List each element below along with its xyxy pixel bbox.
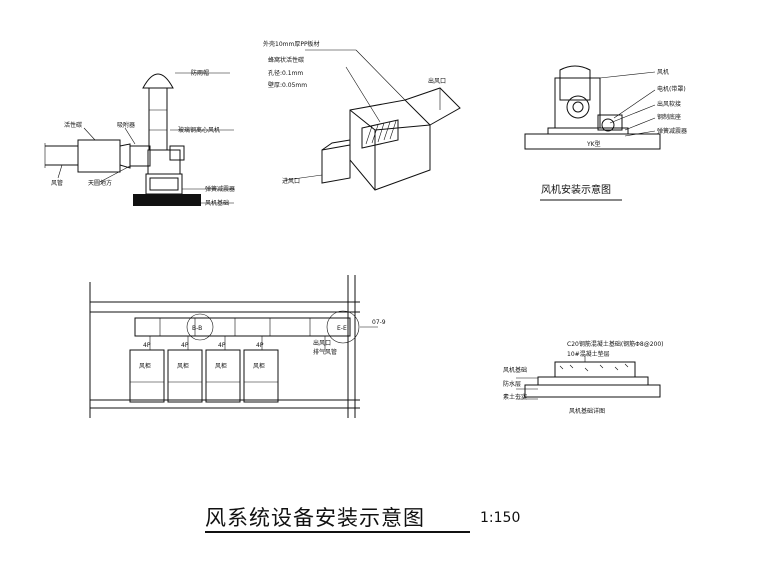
exhaust-stack — [148, 87, 168, 151]
unit-label-4: 风柜 — [253, 362, 265, 370]
outlet-label-2: 4P — [181, 342, 189, 349]
drawing-scale: 1:150 — [480, 510, 521, 526]
foundation-label-2: 防水层 — [503, 380, 521, 388]
outlet-label-1: 4P — [143, 342, 151, 349]
drawing-title: 风系统设备安装示意图 — [205, 506, 425, 530]
label-rain-cap: 防雨帽 — [191, 69, 209, 77]
label-transition: 天圆地方 — [88, 179, 112, 187]
label-honeycomb: 蜂窝状活性碳 — [268, 56, 304, 64]
foundation-label-1: 风机基础 — [503, 366, 527, 374]
plan-view — [89, 275, 378, 418]
outlet-label-3: 4P — [218, 342, 226, 349]
plan-note-1: 出风口 — [313, 339, 331, 347]
carbon-media — [361, 119, 399, 149]
label-thickness: 壁厚:0.05mm — [268, 81, 307, 89]
motor — [597, 114, 623, 131]
fan-housing — [147, 149, 181, 175]
rain-cap-shape — [142, 73, 174, 89]
unit-2 — [167, 349, 203, 403]
label-yk: YK型 — [586, 140, 601, 148]
detail-foundation — [516, 354, 661, 400]
foundation-note-1: C20钢筋混凝土基础(钢筋Φ8@200) — [567, 340, 664, 348]
main-duct — [134, 317, 351, 337]
label-outlet: 出风口 — [428, 77, 446, 85]
fan-base — [524, 133, 661, 150]
label-spring-damper: 弹簧减震器 — [205, 185, 235, 193]
label-damper: 弹簧减震器 — [657, 127, 687, 135]
unit-label-2: 风柜 — [177, 362, 189, 370]
section-ee: E-E — [337, 325, 347, 332]
outlet-label-4: 4P — [256, 342, 264, 349]
label-inlet: 进风口 — [282, 177, 300, 185]
label-outlet-joint: 出风软接 — [657, 100, 681, 108]
label-carbon: 活性碳 — [64, 121, 82, 129]
unit-1 — [129, 349, 165, 403]
unit-4 — [243, 349, 279, 403]
label-duct: 风管 — [51, 179, 63, 187]
fan-install-caption: 风机安装示意图 — [541, 183, 611, 196]
unit-3 — [205, 349, 241, 403]
label-pp-shell: 外壳10mm厚PP板材 — [263, 40, 320, 48]
detail-carbon-box — [285, 49, 461, 191]
label-steel-base: 钢制底座 — [657, 113, 681, 121]
unit-label-1: 风柜 — [139, 362, 151, 370]
fan-foundation — [133, 194, 201, 206]
section-bb: B-B — [192, 325, 202, 332]
label-frp-fan: 玻璃钢离心风机 — [178, 126, 220, 134]
plan-tag: 07-9 — [372, 319, 386, 326]
detail-duct-fan — [44, 72, 234, 206]
label-fan-foundation: 风机基础 — [205, 199, 229, 207]
foundation-caption: 风机基础详图 — [569, 407, 605, 415]
unit-label-3: 风柜 — [215, 362, 227, 370]
fan-body — [554, 77, 601, 129]
label-aperture: 孔径:0.1mm — [268, 69, 303, 77]
label-motor: 电机(带罩) — [657, 85, 686, 93]
foundation-label-3: 素土夯实 — [503, 393, 527, 401]
concrete-pad — [554, 361, 636, 378]
carbon-box — [77, 139, 121, 173]
detail-fan-install — [524, 65, 661, 201]
label-adsorber: 吸附器 — [117, 121, 135, 129]
title-underline — [205, 531, 470, 533]
foundation-note-2: 10#混凝土垫层 — [567, 350, 610, 358]
plan-note-2: 排气风管 — [313, 348, 337, 356]
label-fan: 风机 — [657, 68, 669, 76]
drawing-title-block: 风系统设备安装示意图 1:150 — [205, 500, 535, 540]
